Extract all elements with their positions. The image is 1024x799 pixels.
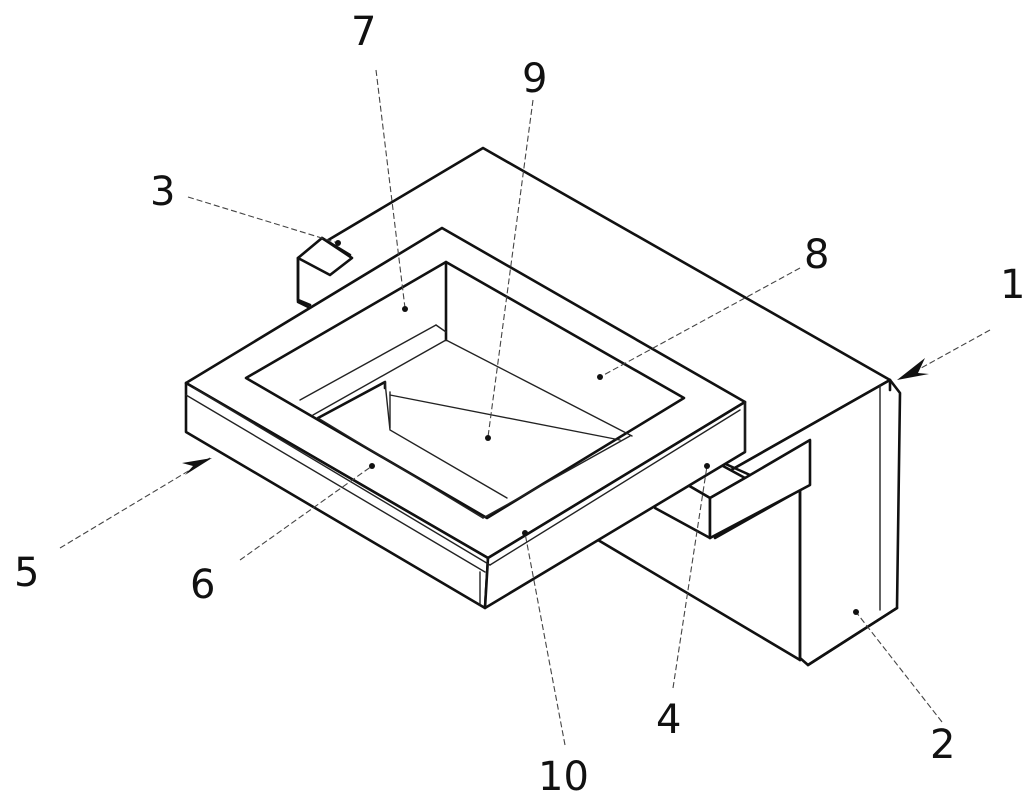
arrow-5-icon: [182, 458, 212, 475]
arrowheads: [182, 358, 929, 475]
back-step: [296, 236, 354, 307]
tray: [184, 226, 747, 610]
leader-7: [375, 69, 406, 309]
leader-8: [599, 267, 801, 378]
leader-9: [487, 99, 534, 438]
leader-lines: [59, 69, 991, 746]
leader-6: [239, 465, 373, 561]
label-6: 6: [190, 562, 215, 608]
leader-2: [855, 611, 943, 723]
label-3: 3: [150, 169, 175, 215]
leader-3: [187, 196, 339, 244]
leader-4: [672, 465, 708, 689]
reference-dots: [335, 240, 859, 615]
label-5: 5: [14, 550, 39, 596]
label-8: 8: [804, 232, 829, 278]
label-7: 7: [351, 9, 376, 55]
label-10: 10: [538, 754, 589, 799]
label-9: 9: [522, 56, 547, 102]
reference-numerals: 7 9 3 8 1 5 6 4 2 10: [14, 9, 1024, 799]
leader-5: [59, 457, 211, 549]
arrow-1-icon: [897, 358, 929, 380]
label-1: 1: [1000, 262, 1024, 308]
label-4: 4: [656, 697, 681, 743]
label-2: 2: [930, 722, 955, 768]
